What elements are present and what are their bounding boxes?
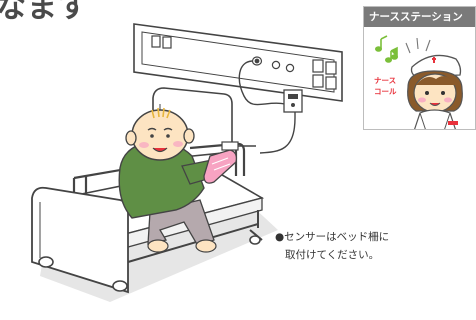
music-note-icon bbox=[375, 35, 398, 63]
call-cable bbox=[238, 60, 286, 106]
sensor-note-line2: 取付けてください。 bbox=[285, 249, 380, 261]
sensor-clip bbox=[221, 141, 256, 151]
call-jack bbox=[251, 56, 295, 73]
sensor-pad bbox=[203, 149, 238, 184]
call-cable-drop bbox=[259, 104, 296, 154]
nurse-call-label-line2: コール bbox=[374, 87, 397, 96]
sensor-note: ●センサーはベッド柵に 取付けてください。 bbox=[275, 228, 445, 264]
nurse-call-label: ナース コール bbox=[374, 75, 397, 97]
patient bbox=[118, 107, 219, 253]
outlet-right bbox=[312, 59, 337, 90]
outlet-left bbox=[151, 35, 172, 49]
heading-fragment: なます bbox=[0, 0, 89, 25]
sensor-note-line1: ●センサーはベッド柵に bbox=[275, 231, 390, 243]
nurse-call-label-line1: ナース bbox=[374, 76, 397, 85]
nurse-station-panel: ナースステーション bbox=[363, 6, 476, 130]
nurse-figure bbox=[407, 54, 463, 129]
nurse-illustration bbox=[375, 35, 463, 129]
wall-panel bbox=[133, 23, 343, 102]
bed-casters bbox=[38, 235, 261, 292]
nurse-station-title: ナースステーション bbox=[364, 7, 475, 27]
adapter-box bbox=[283, 89, 303, 113]
